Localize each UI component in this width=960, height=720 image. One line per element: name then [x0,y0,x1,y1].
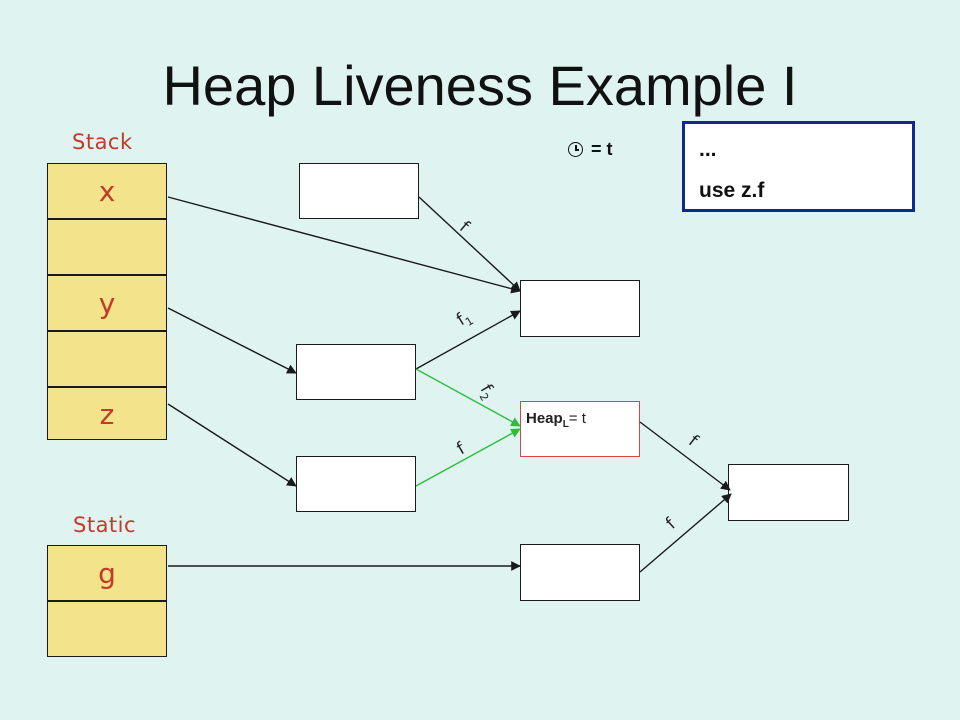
edge-y-to-heap [167,307,297,374]
stack-cell-empty-2 [47,331,167,387]
heap-object-top [299,163,419,219]
heap-object-live: HeapL= t [520,401,640,457]
edge-f1 [415,310,521,370]
stack-cell-y: y [47,275,167,331]
code-box: ... use z.f [682,121,915,212]
edge-f2-live [415,368,521,427]
edge-g-target-to-right [639,493,732,573]
legend: = t [568,139,613,160]
edge-z-to-heap [167,403,297,487]
clock-icon [568,142,583,157]
heap-object-z-target [296,456,416,512]
edge-live-to-right [639,421,731,491]
stack-cell-z: z [47,387,167,440]
stack-cell-x: x [47,163,167,219]
page-title: Heap Liveness Example I [162,54,798,117]
code-line-ellipsis: ... [699,138,717,161]
edge-x-to-heap [167,196,521,294]
stack-label: Stack [72,130,133,154]
heap-live-value: = t [568,410,586,427]
edge-z-f-live [415,428,521,487]
static-cell-empty [47,601,167,657]
heap-object-f1-target [520,280,640,337]
heap-object-g-target [520,544,640,601]
heap-object-y-target [296,344,416,400]
stack-cell-empty-1 [47,219,167,275]
heap-live-subscript: L [562,419,569,430]
legend-text: = t [591,139,613,159]
heap-live-label: HeapL= t [526,410,586,430]
heap-live-name: Heap [526,410,563,427]
heap-object-far-right [728,464,849,521]
code-line-use: use z.f [699,179,765,202]
static-cell-g: g [47,545,167,601]
static-label: Static [73,513,137,537]
edge-top-f [418,196,521,292]
